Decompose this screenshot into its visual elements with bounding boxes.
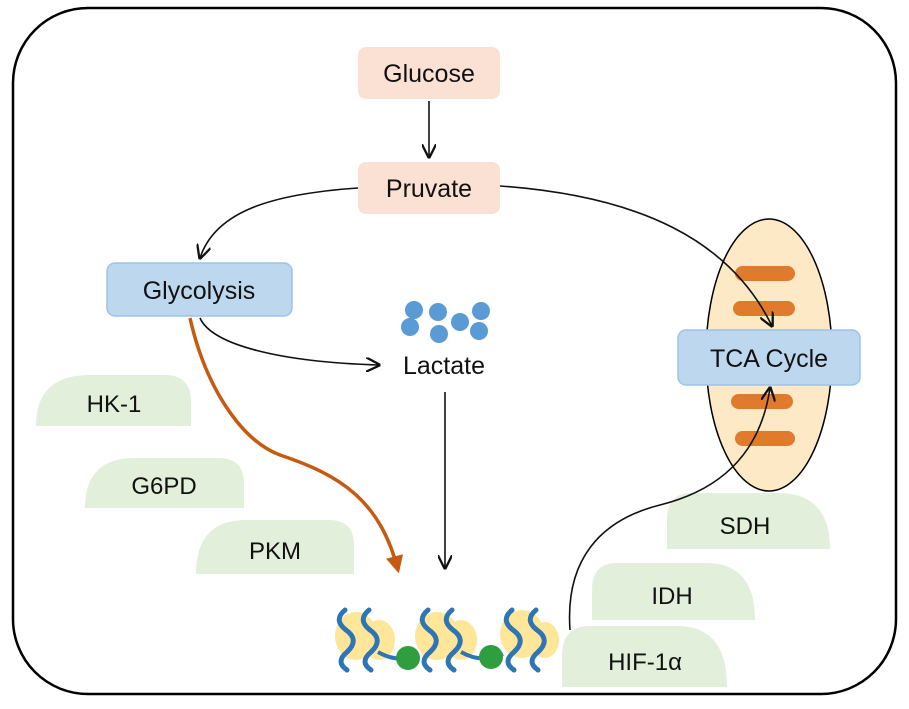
tca-cycle-label: TCA Cycle bbox=[710, 345, 828, 373]
dna-strand bbox=[503, 607, 523, 673]
arrow-glycolysis-to-chromatin bbox=[188, 317, 403, 574]
enzyme-leaf-sdh bbox=[667, 493, 830, 549]
dna-strand bbox=[360, 607, 380, 673]
dna-strand bbox=[527, 607, 547, 673]
enzyme-label-g6pd: G6PD bbox=[131, 473, 196, 500]
glycolysis-label: Glycolysis bbox=[143, 277, 256, 305]
chromatin bbox=[335, 607, 559, 673]
enzyme-label-sdh: SDH bbox=[720, 513, 771, 540]
pyruvate-box bbox=[358, 162, 500, 214]
lactate-dot bbox=[451, 313, 469, 331]
glucose-box bbox=[358, 47, 500, 99]
enzyme-leaf-g6pd bbox=[85, 458, 244, 508]
enzyme-label-hif: HIF-1α bbox=[608, 649, 682, 676]
lactate-label: Lactate bbox=[403, 352, 485, 380]
dna-strand bbox=[336, 607, 356, 673]
arrow-pyruvate-to-tca bbox=[499, 185, 772, 326]
nucleosome-core bbox=[479, 645, 503, 669]
glycolysis-box bbox=[106, 262, 293, 317]
crista bbox=[735, 266, 795, 281]
enzyme-label-idh: IDH bbox=[651, 583, 692, 610]
tca-cycle-box bbox=[677, 329, 861, 386]
glucose-label: Glucose bbox=[383, 60, 475, 88]
lactate-dot bbox=[401, 318, 419, 336]
lactate-dot bbox=[405, 301, 423, 319]
dna-strand bbox=[443, 607, 463, 673]
lactate-dot bbox=[470, 322, 488, 340]
pyruvate-label: Pruvate bbox=[386, 175, 472, 203]
crista bbox=[731, 394, 793, 409]
enzyme-label-hk1: HK-1 bbox=[87, 391, 142, 418]
enzyme-leaf-pkm bbox=[196, 520, 354, 574]
lactate-dot bbox=[472, 302, 490, 320]
lactate-dot bbox=[429, 303, 447, 321]
enzyme-label-pkm: PKM bbox=[249, 538, 301, 565]
lactate-molecules bbox=[401, 301, 490, 343]
enzyme-leaf-idh bbox=[592, 563, 755, 620]
crista bbox=[733, 301, 795, 316]
dna-strand bbox=[419, 607, 439, 673]
crista bbox=[735, 431, 795, 446]
nucleosome-core bbox=[396, 646, 420, 670]
arrow-chromatin-to-tca bbox=[568, 388, 770, 631]
arrow-pyruvate-to-glycolysis bbox=[200, 187, 359, 258]
enzyme-leaf-hk1 bbox=[36, 375, 191, 426]
lactate-dot bbox=[430, 325, 448, 343]
arrow-glycolysis-to-lactate bbox=[199, 317, 379, 365]
enzyme-leaf-hif bbox=[562, 626, 727, 687]
